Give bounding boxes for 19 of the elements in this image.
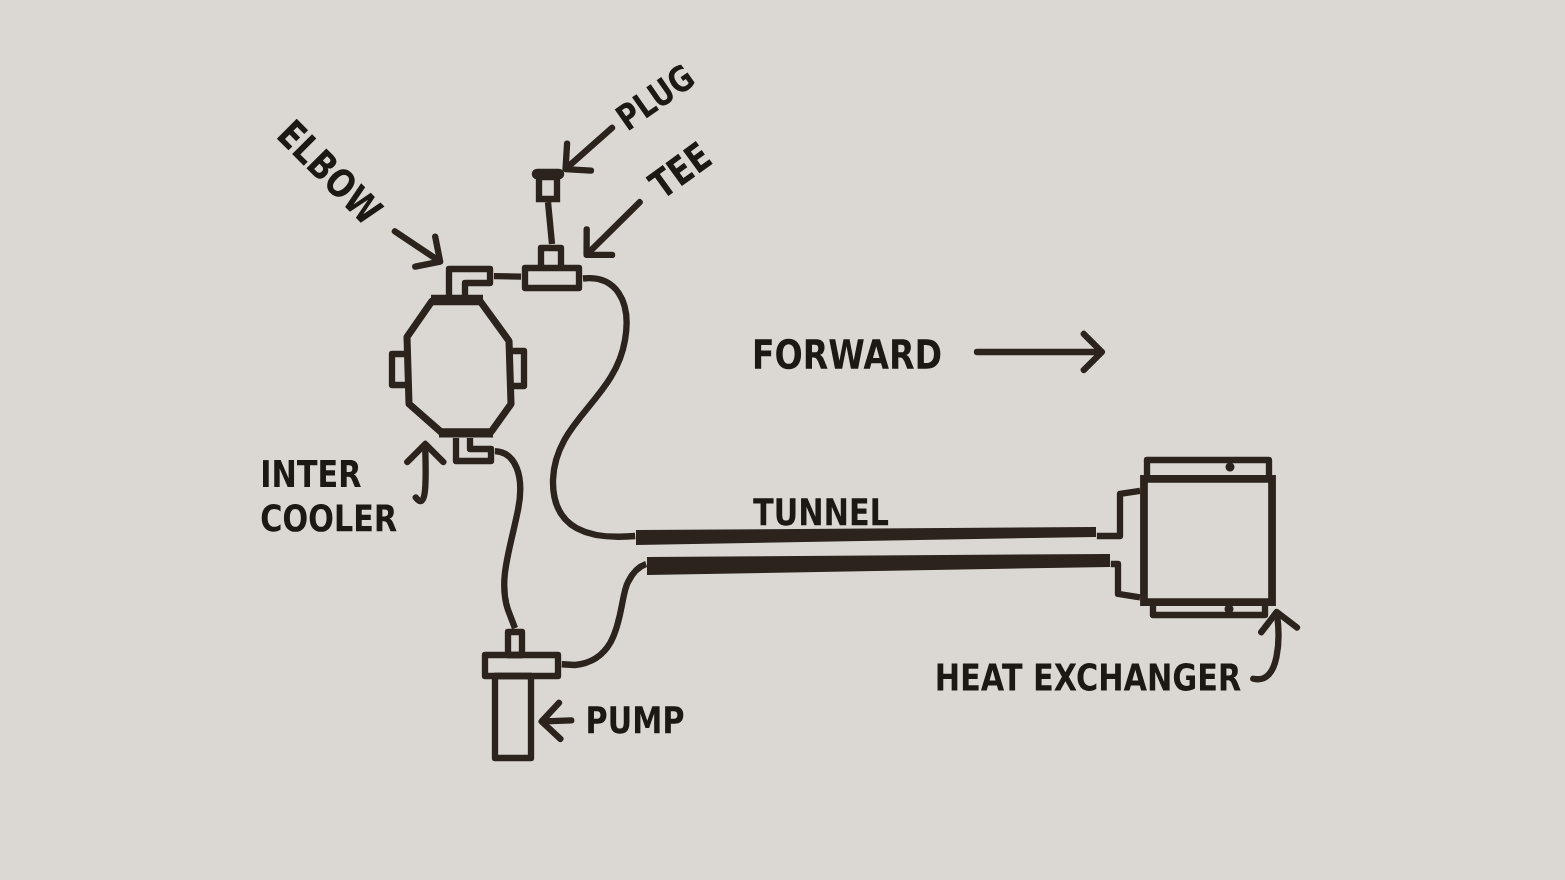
part-label: TUNNEL: [753, 498, 889, 526]
part-label: INTER COOLER: [261, 460, 397, 532]
elbow-fitting: [445, 265, 494, 295]
hose: [493, 272, 522, 280]
hose: [561, 561, 648, 669]
heat-exchanger: [1140, 456, 1276, 619]
plug: [531, 168, 565, 203]
tube: [647, 554, 1110, 575]
part-label: PUMP: [588, 706, 684, 734]
hose: [1110, 560, 1141, 601]
pump: [481, 628, 562, 762]
hose: [1096, 487, 1141, 540]
part-label: TEE: [645, 141, 713, 196]
direction-label: FORWARD: [754, 338, 941, 370]
hose: [549, 275, 636, 540]
part-label: HEAT EXCHANGER: [937, 663, 1241, 691]
tee-fitting: [521, 244, 583, 292]
tube: [636, 527, 1096, 545]
intercooler: [388, 294, 528, 438]
